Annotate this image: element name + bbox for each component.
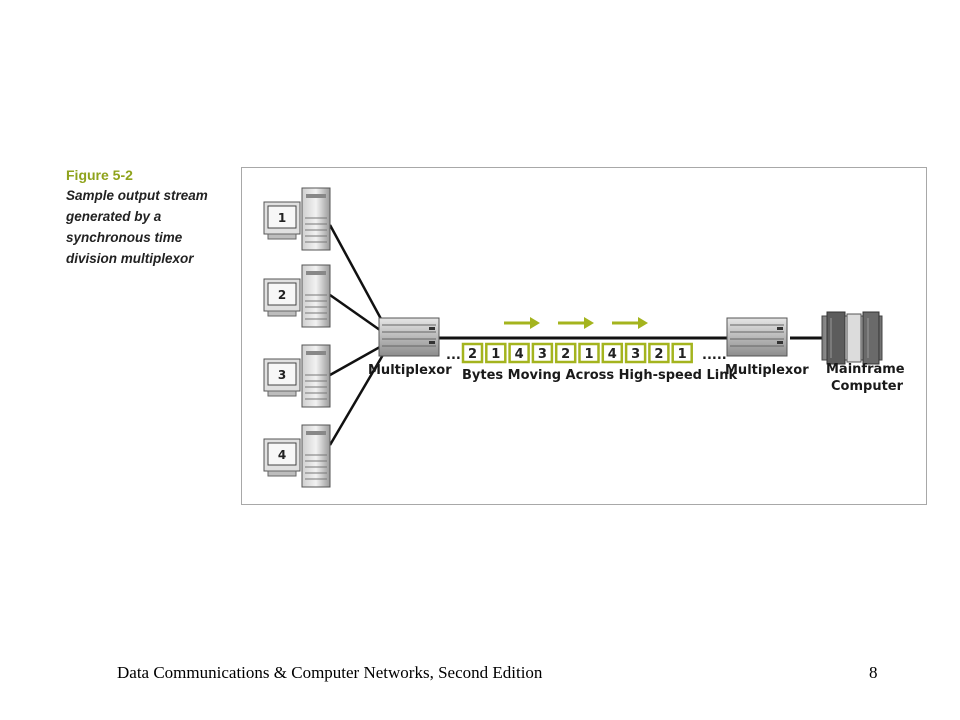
- byte-cell: 2: [554, 342, 577, 364]
- byte-value: 1: [584, 347, 593, 362]
- terminal-icon: 1: [263, 187, 331, 251]
- byte-value: 3: [538, 347, 547, 362]
- multiplexor-right-label: Multiplexor: [725, 363, 809, 378]
- multiplexor-icon: [726, 317, 788, 357]
- terminal-group: 1 2 3 4: [263, 187, 331, 488]
- byte-value: 2: [561, 347, 570, 362]
- terminal-icon: 4: [263, 424, 331, 488]
- mainframe-label-line1: Mainframe: [826, 362, 905, 377]
- byte-cell: 1: [671, 342, 693, 364]
- byte-cell: 1: [485, 342, 507, 364]
- byte-cell: 3: [624, 342, 647, 364]
- byte-value: 1: [678, 347, 687, 362]
- mainframe-icon: [821, 311, 883, 365]
- byte-value: 3: [631, 347, 640, 362]
- direction-arrows: [504, 317, 648, 329]
- figure-caption: Figure 5-2 Sample output stream generate…: [66, 165, 236, 269]
- byte-value: 4: [608, 347, 617, 362]
- figure-description: Sample output stream generated by a sync…: [66, 188, 208, 266]
- terminal-number: 4: [278, 448, 286, 462]
- byte-cell: 4: [508, 342, 530, 364]
- terminal-number: 2: [278, 288, 286, 302]
- multiplexor-icon: [378, 317, 440, 357]
- page-number: 8: [869, 663, 878, 682]
- link-label: Bytes Moving Across High-speed Link: [462, 368, 737, 383]
- byte-cell: 3: [531, 342, 554, 364]
- byte-cell: 2: [648, 342, 670, 364]
- byte-cell: 1: [578, 342, 600, 364]
- byte-cell: 2: [461, 342, 484, 364]
- terminal-icon: 3: [263, 344, 331, 408]
- terminal-icon: 2: [263, 264, 331, 328]
- stream-trailing-dots: .....: [702, 348, 727, 363]
- byte-value: 1: [491, 347, 500, 362]
- terminal-number: 1: [278, 211, 286, 225]
- terminal-links: [328, 224, 389, 446]
- arrow-right-icon: [558, 317, 594, 329]
- footer-title: Data Communications & Computer Networks,…: [117, 663, 543, 682]
- stream-leading-dots: ...: [446, 348, 461, 363]
- byte-cell: 4: [601, 342, 624, 364]
- byte-value: 4: [515, 347, 524, 362]
- terminal-number: 3: [278, 368, 286, 382]
- arrow-right-icon: [504, 317, 540, 329]
- multiplexor-left-label: Multiplexor: [368, 363, 452, 378]
- figure-label: Figure 5-2: [66, 167, 133, 183]
- arrow-right-icon: [612, 317, 648, 329]
- byte-value: 2: [468, 347, 477, 362]
- mainframe-label-line2: Computer: [831, 379, 904, 394]
- byte-value: 2: [654, 347, 663, 362]
